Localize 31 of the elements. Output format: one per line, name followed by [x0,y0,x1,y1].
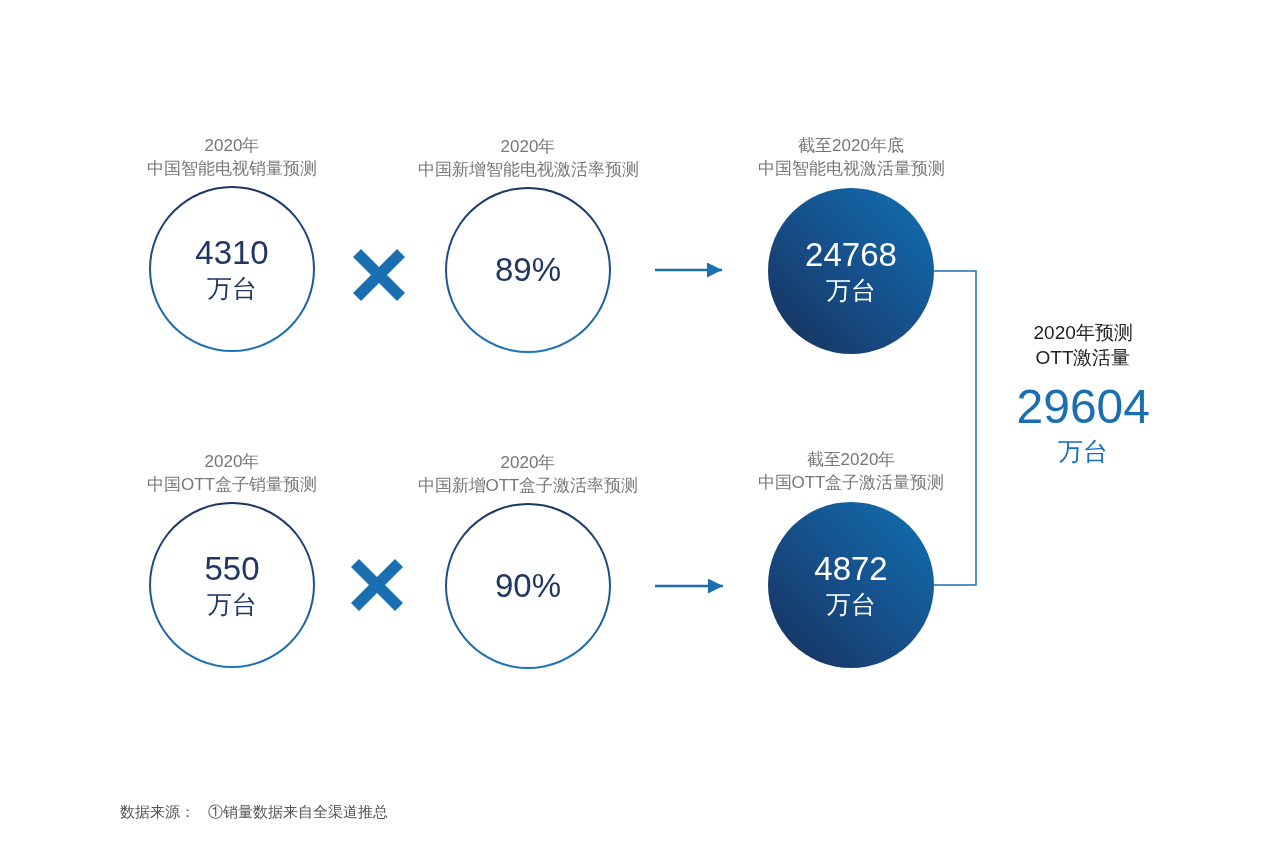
value-number: 4872 [814,550,888,588]
arrow [655,262,722,278]
value-number: 89% [494,251,562,289]
circle-heading: 2020年 [204,135,260,157]
source-note: ①销量数据来自全渠道推总 [208,802,388,822]
value-number: 4310 [195,234,269,272]
unit-label: 万台 [207,273,257,304]
circle-heading: 2020年 [500,452,556,474]
circle-heading: 中国智能电视激活量预测 [757,158,945,180]
circle-heading: 中国新增智能电视激活率预测 [417,159,639,181]
value-number: 24768 [805,236,897,274]
value-number: 550 [204,550,260,588]
unit-label: 万台 [826,589,876,620]
connector-line [933,270,977,586]
source-label: 数据来源： [120,802,195,822]
total-heading: 2020年预测 [1033,321,1133,345]
circle-heading: 中国智能电视销量预测 [147,158,317,180]
circle-heading: 截至2020年底 [798,135,904,157]
value-number: 90% [494,567,562,605]
unit-label: 万台 [826,275,876,306]
circle-heading: 中国OTT盒子销量预测 [147,474,317,496]
circle-heading: 截至2020年 [806,449,896,471]
arrow [655,578,723,594]
unit-label: 万台 [207,589,257,620]
circle-heading: 中国新增OTT盒子激活率预测 [417,475,639,497]
circle-heading: 中国OTT盒子激活量预测 [757,472,945,494]
total-heading: OTT激活量 [1035,346,1131,370]
unit-label: 万台 [1058,436,1108,467]
circle-heading: 2020年 [500,136,556,158]
total-value: 29604 [1016,379,1150,435]
circle-heading: 2020年 [204,451,260,473]
